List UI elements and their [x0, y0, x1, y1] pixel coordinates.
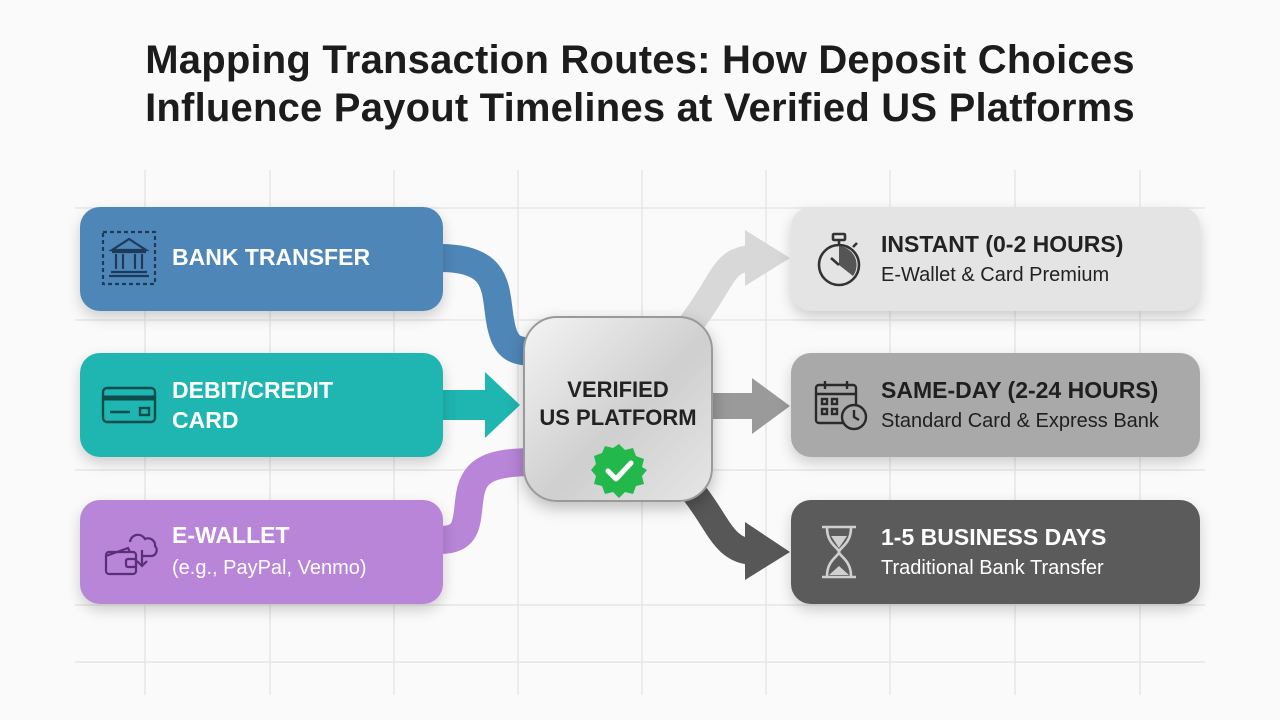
output-sublabel: Standard Card & Express Bank	[881, 410, 1159, 432]
input-label-block: BANK TRANSFER	[172, 242, 370, 272]
wallet-cloud-icon	[104, 533, 158, 576]
stopwatch-icon	[817, 232, 861, 287]
output-text-block: INSTANT (0-2 HOURS) E-Wallet & Card Prem…	[881, 229, 1123, 289]
hub-label: VERIFIED US PLATFORM	[525, 376, 711, 432]
input-label-block: DEBIT/CREDIT CARD	[172, 375, 333, 435]
output-sublabel: Traditional Bank Transfer	[881, 557, 1104, 579]
output-business-days: 1-5 BUSINESS DAYS Traditional Bank Trans…	[791, 500, 1200, 604]
hub-label-line-1: VERIFIED	[567, 377, 669, 402]
output-same-day: SAME-DAY (2-24 HOURS) Standard Card & Ex…	[791, 353, 1200, 457]
connector-bank-to-hub	[439, 244, 541, 366]
input-label: E-WALLET	[172, 522, 290, 548]
verified-platform-hub: VERIFIED US PLATFORM	[523, 316, 713, 502]
calendar-clock-icon	[814, 381, 868, 431]
credit-card-icon	[101, 386, 157, 424]
output-sublabel: E-Wallet & Card Premium	[881, 264, 1110, 286]
connector-card-to-hub	[440, 372, 520, 438]
diagram-title: Mapping Transaction Routes: How Deposit …	[0, 36, 1280, 132]
arrowhead-business-days	[745, 522, 790, 580]
input-debit-credit-card: DEBIT/CREDIT CARD	[80, 353, 443, 457]
title-line-1: Mapping Transaction Routes: How Deposit …	[145, 38, 1135, 82]
arrowhead-instant	[745, 230, 790, 286]
input-sublabel: (e.g., PayPal, Venmo)	[172, 557, 367, 579]
input-bank-transfer: BANK TRANSFER	[80, 207, 443, 311]
input-label-line-2: CARD	[172, 407, 239, 433]
connector-hub-to-sameday	[712, 378, 790, 434]
output-label: INSTANT (0-2 HOURS)	[881, 231, 1124, 257]
output-instant: INSTANT (0-2 HOURS) E-Wallet & Card Prem…	[791, 207, 1200, 311]
connector-wallet-to-hub	[438, 448, 536, 554]
input-label-line-1: DEBIT/CREDIT	[172, 377, 333, 403]
hub-label-line-2: US PLATFORM	[539, 405, 697, 430]
output-text-block: SAME-DAY (2-24 HOURS) Standard Card & Ex…	[881, 375, 1159, 435]
output-text-block: 1-5 BUSINESS DAYS Traditional Bank Trans…	[881, 522, 1106, 582]
input-e-wallet: E-WALLET (e.g., PayPal, Venmo)	[80, 500, 443, 604]
input-label-block: E-WALLET (e.g., PayPal, Venmo)	[172, 520, 367, 582]
input-label: BANK TRANSFER	[172, 244, 371, 270]
title-line-2: Influence Payout Timelines at Verified U…	[145, 86, 1135, 130]
check-badge-icon	[591, 444, 647, 498]
output-label: 1-5 BUSINESS DAYS	[881, 524, 1107, 550]
hourglass-icon	[822, 525, 856, 579]
output-label: SAME-DAY (2-24 HOURS)	[881, 377, 1159, 403]
bank-icon	[101, 230, 157, 286]
